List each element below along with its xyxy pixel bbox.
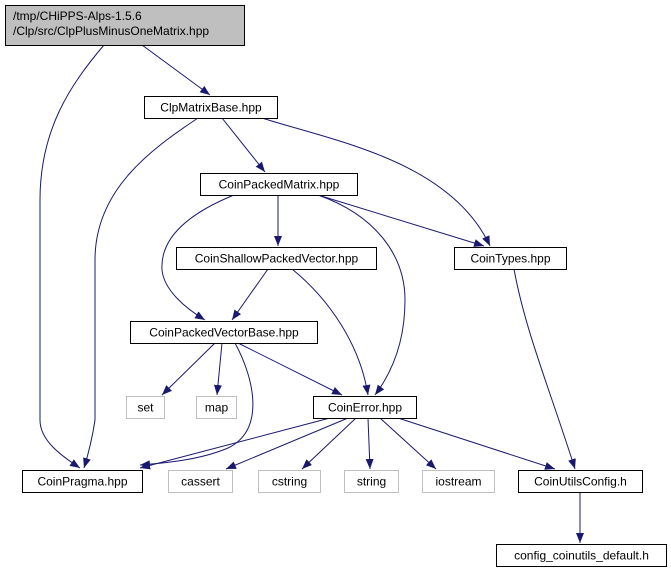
node-coinpackedvectorbase[interactable]: CoinPackedVectorBase.hpp <box>130 321 318 344</box>
node-layer: /tmp/CHiPPS-Alps-1.5.6/Clp/src/ClpPlusMi… <box>5 5 667 567</box>
edge-clpmatrixbase-to-coinpackedmatrix <box>221 117 266 173</box>
node-label: CoinShallowPackedVector.hpp <box>195 252 359 266</box>
edge-coinerror-to-cstring <box>301 417 357 470</box>
node-label: map <box>205 401 229 415</box>
edge-coinpackedvectorbase-to-coinerror <box>237 342 343 396</box>
edge-coinerror-to-coinpragma <box>139 417 331 470</box>
node-label: CoinUtilsConfig.h <box>534 475 627 489</box>
node-set: set <box>126 396 165 419</box>
node-coinpackedmatrix[interactable]: CoinPackedMatrix.hpp <box>200 173 358 196</box>
node-root[interactable]: /tmp/CHiPPS-Alps-1.5.6/Clp/src/ClpPlusMi… <box>5 5 245 46</box>
node-label: CoinPragma.hpp <box>37 475 127 489</box>
node-box <box>422 470 495 493</box>
node-cointypes[interactable]: CoinTypes.hpp <box>454 247 567 270</box>
node-box <box>454 247 567 270</box>
edge-coinpackedvectorbase-to-set <box>161 342 216 396</box>
node-label: CoinError.hpp <box>328 401 402 415</box>
edge-cointypes-to-coinutilsconfig <box>513 268 576 470</box>
node-label: CoinPackedMatrix.hpp <box>219 178 340 192</box>
node-box <box>126 396 165 419</box>
node-label: config_coinutils_default.h <box>514 549 649 563</box>
node-cstring: cstring <box>258 470 321 493</box>
node-box <box>22 470 143 493</box>
edge-coinerror-to-cassert <box>225 417 349 470</box>
node-coinpragma[interactable]: CoinPragma.hpp <box>22 470 143 493</box>
node-label: set <box>137 401 154 415</box>
edge-layer <box>39 44 584 543</box>
node-box <box>176 247 377 270</box>
node-coinerror[interactable]: CoinError.hpp <box>313 396 417 419</box>
edge-coinshallowpackedvector-to-coinpackedvectorbase <box>231 268 269 321</box>
edge-root-to-coinpragma <box>39 44 105 469</box>
edge-coinerror-to-string <box>365 417 374 470</box>
edge-root-to-clpmatrixbase <box>141 44 211 96</box>
node-box <box>130 321 318 344</box>
node-label: string <box>357 475 386 489</box>
node-box <box>200 173 358 196</box>
edge-coinerror-to-coinutilsconfig <box>397 417 556 470</box>
node-label: /Clp/src/ClpPlusMinusOneMatrix.hpp <box>13 24 209 38</box>
node-coinutilsconfig[interactable]: CoinUtilsConfig.h <box>518 470 643 493</box>
node-box <box>313 396 417 419</box>
node-config_default[interactable]: config_coinutils_default.h <box>496 544 667 567</box>
edge-coinerror-to-iostream <box>379 417 437 470</box>
node-cassert: cassert <box>168 470 233 493</box>
node-box <box>196 396 237 419</box>
edge-clpmatrixbase-to-cointypes <box>261 117 491 247</box>
node-box <box>5 5 245 46</box>
edge-coinshallowpackedvector-to-coinerror <box>291 268 371 396</box>
node-iostream: iostream <box>422 470 495 493</box>
edge-coinpackedmatrix-to-coinpackedvectorbase <box>161 194 235 321</box>
node-label: CoinPackedVectorBase.hpp <box>149 326 299 340</box>
node-coinshallowpackedvector[interactable]: CoinShallowPackedVector.hpp <box>176 247 377 270</box>
node-label: CoinTypes.hpp <box>470 252 550 266</box>
node-label: /tmp/CHiPPS-Alps-1.5.6 <box>13 9 142 23</box>
node-string: string <box>344 470 399 493</box>
node-box <box>168 470 233 493</box>
node-box <box>518 470 643 493</box>
node-map: map <box>196 396 237 419</box>
node-box <box>258 470 321 493</box>
node-box <box>144 96 278 119</box>
node-label: cassert <box>181 475 220 489</box>
edge-clpmatrixbase-to-coinpragma <box>83 117 199 469</box>
node-label: ClpMatrixBase.hpp <box>160 101 262 115</box>
edge-coinpackedmatrix-to-coinerror <box>317 194 406 396</box>
node-box <box>496 544 667 567</box>
edge-coinpackedmatrix-to-cointypes <box>317 194 485 247</box>
node-label: cstring <box>272 475 307 489</box>
edge-coinpackedvectorbase-to-map <box>213 342 223 396</box>
node-label: iostream <box>435 475 481 489</box>
node-box <box>344 470 399 493</box>
edge-coinpackedvectorbase-to-coinpragma <box>139 342 254 469</box>
node-clpmatrixbase[interactable]: ClpMatrixBase.hpp <box>144 96 278 119</box>
